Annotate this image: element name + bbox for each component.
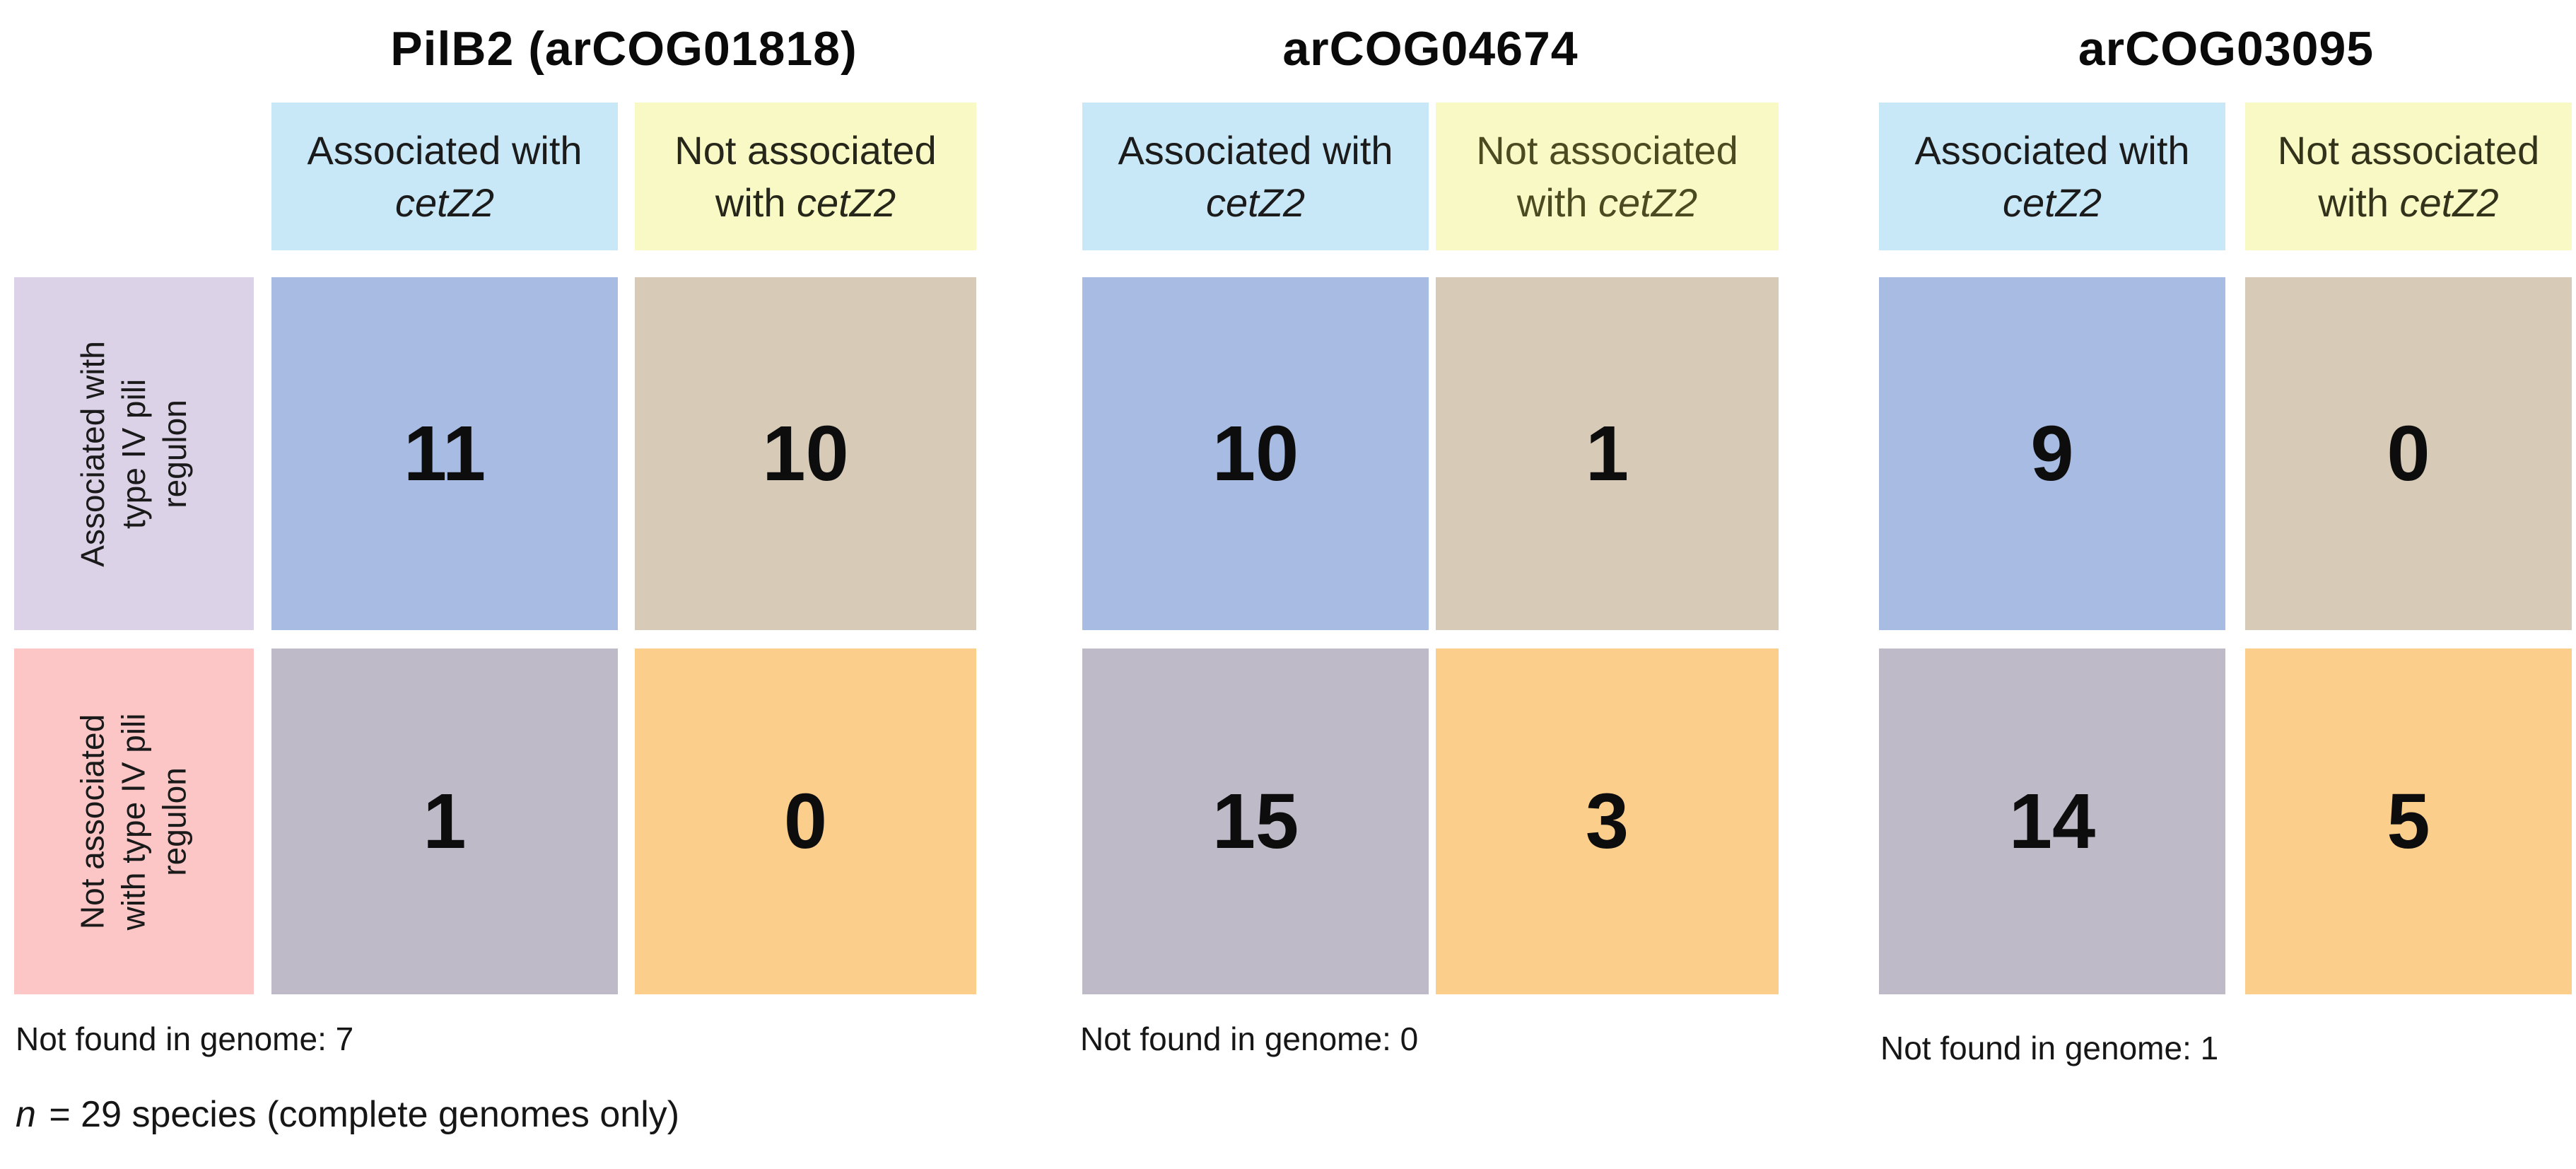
matrix-cell-r2c2: 3 <box>1436 649 1779 994</box>
matrix-cell-r2c1: 14 <box>1879 649 2225 994</box>
table-title: PilB2 (arCOG01818) <box>390 22 857 76</box>
matrix-cell-r2c2: 5 <box>2245 649 2572 994</box>
matrix-cell-r1c2: 0 <box>2245 277 2572 630</box>
gene-name: cetZ2 <box>2399 180 2499 225</box>
column-header-not-associated-cetz2: Not associated with cetZ2 <box>2245 103 2572 250</box>
sample-size-text: = 29 species (complete genomes only) <box>38 1094 680 1135</box>
matrix-cell-r1c1: 11 <box>271 277 618 630</box>
column-header-not-associated-cetz2: Not associated with cetZ2 <box>1436 103 1779 250</box>
not-found-in-genome-note-3: Not found in genome: 1 <box>1880 1030 2219 1066</box>
matrix-cell-r1c1: 9 <box>1879 277 2225 630</box>
row-header-associated-type-iv-pili: Associated with type IV pili regulon <box>14 277 254 630</box>
header-line1: Associated with <box>1118 127 1393 173</box>
sample-size-n: n <box>16 1094 36 1135</box>
table-title: arCOG03095 <box>2078 22 2375 76</box>
matrix-cell-r2c1: 15 <box>1082 649 1429 994</box>
table-arcog03095: arCOG03095 Associated with cetZ2 Not ass… <box>1879 0 2573 1169</box>
cell-value: 3 <box>1585 778 1629 865</box>
sample-size-note: n = 29 species (complete genomes only) <box>16 1093 679 1136</box>
header-line2-prefix: with <box>715 180 797 225</box>
row-header-label: Not associated with type IV pili regulon <box>74 713 193 930</box>
table-title: arCOG04674 <box>1282 22 1579 76</box>
table-pilb2-arcog01818: PilB2 (arCOG01818) Associated with cetZ2… <box>271 0 976 1169</box>
column-header-label: Associated with cetZ2 <box>1118 124 1393 229</box>
table-arcog04674: arCOG04674 Associated with cetZ2 Not ass… <box>1082 0 1779 1169</box>
column-header-label: Not associated with cetZ2 <box>2278 124 2539 229</box>
header-line1: Not associated <box>1476 127 1738 173</box>
cell-value: 15 <box>1212 778 1299 865</box>
matrix-cell-r1c2: 10 <box>635 277 976 630</box>
cell-value: 10 <box>1212 410 1299 497</box>
matrix-cell-r1c2: 1 <box>1436 277 1779 630</box>
header-line1: Associated with <box>1914 127 2190 173</box>
column-header-label: Associated with cetZ2 <box>307 124 582 229</box>
cell-value: 5 <box>2387 778 2430 865</box>
cell-value: 0 <box>2387 410 2430 497</box>
gene-name: cetZ2 <box>394 180 495 225</box>
cell-value: 14 <box>2008 778 2096 865</box>
not-found-in-genome-note-1: Not found in genome: 7 <box>16 1020 354 1057</box>
matrix-cell-r2c2: 0 <box>635 649 976 994</box>
row-header-not-associated-type-iv-pili: Not associated with type IV pili regulon <box>14 649 254 994</box>
cell-value: 1 <box>423 778 467 865</box>
cell-value: 9 <box>2030 410 2074 497</box>
column-header-label: Not associated with cetZ2 <box>674 124 936 229</box>
column-header-label: Not associated with cetZ2 <box>1476 124 1738 229</box>
column-header-associated-cetz2: Associated with cetZ2 <box>271 103 618 250</box>
cell-value: 1 <box>1585 410 1629 497</box>
gene-name: cetZ2 <box>2002 180 2102 225</box>
cell-value: 10 <box>762 410 849 497</box>
matrix-cell-r1c1: 10 <box>1082 277 1429 630</box>
gene-name: cetZ2 <box>1205 180 1306 225</box>
header-line2-prefix: with <box>1516 180 1599 225</box>
row-header-label: Associated with type IV pili regulon <box>74 340 193 567</box>
column-header-associated-cetz2: Associated with cetZ2 <box>1879 103 2225 250</box>
cell-value: 0 <box>783 778 828 865</box>
not-found-in-genome-note-2: Not found in genome: 0 <box>1080 1020 1419 1057</box>
matrix-cell-r2c1: 1 <box>271 649 618 994</box>
column-header-not-associated-cetz2: Not associated with cetZ2 <box>635 103 976 250</box>
gene-name: cetZ2 <box>1598 180 1698 225</box>
header-line1: Not associated <box>2277 127 2540 173</box>
header-line1: Associated with <box>307 127 582 173</box>
column-header-associated-cetz2: Associated with cetZ2 <box>1082 103 1429 250</box>
column-header-label: Associated with cetZ2 <box>1914 124 2189 229</box>
gene-name: cetZ2 <box>797 180 896 225</box>
header-line2-prefix: with <box>2318 180 2400 225</box>
cell-value: 11 <box>403 410 486 497</box>
header-line1: Not associated <box>674 127 937 173</box>
